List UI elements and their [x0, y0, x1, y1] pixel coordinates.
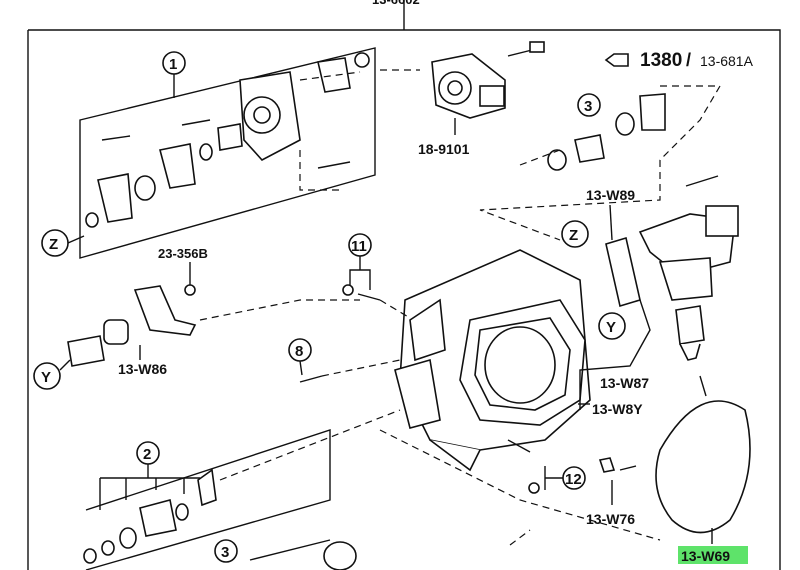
marker-y-right: [598, 312, 626, 340]
callout-8-label: 8: [295, 343, 303, 360]
callout-3: [214, 539, 238, 563]
bracket-plate: [605, 236, 641, 308]
part-23-356B: 23-356B: [158, 246, 208, 261]
part-13-W69: 13-W69: [681, 548, 730, 564]
callout-2-label: 2: [143, 446, 151, 463]
group-5: 3: [519, 93, 666, 171]
link-lever: [133, 285, 197, 336]
part-13-W87: 13-W87: [600, 375, 649, 391]
svg-text:/: /: [686, 50, 691, 70]
callout-3-label: 3: [221, 544, 229, 561]
top-part-label: 13-6602: [372, 0, 420, 7]
diagram-frame: [28, 29, 781, 570]
lever-arm: [159, 143, 196, 189]
spring-icon: [574, 134, 605, 163]
sensor-part: [431, 41, 545, 135]
callout-11-label: 11: [351, 238, 367, 255]
group-2-lever: [139, 499, 177, 537]
marker-y-right-label: Y: [606, 319, 616, 336]
callout-12-label: 12: [565, 471, 582, 488]
marker-y-left: [33, 362, 61, 390]
reference-sub: 13-681A: [700, 53, 754, 69]
callout-1-label: 1: [169, 56, 177, 73]
gasket-shape: [655, 400, 751, 534]
reference-marker: 1380 / 13-681A: [604, 50, 754, 71]
part-18-9101: 18-9101: [418, 141, 470, 157]
callout-5: [577, 93, 601, 117]
part-13-W89: 13-W89: [586, 187, 635, 203]
part-13-W76: 13-W76: [586, 511, 635, 527]
reference-arrow-icon: [604, 53, 629, 67]
group-1-panel: 1: [79, 47, 376, 259]
part-13-W8Y: 13-W8Y: [592, 401, 643, 417]
marker-z-middle-label: Z: [569, 227, 578, 244]
reference-main: 1380: [640, 50, 682, 71]
vacuum-sensor: [675, 305, 705, 345]
gasket-highlight: [678, 546, 748, 564]
callout-5-label: 3: [584, 98, 592, 115]
clip-icon: [598, 457, 616, 473]
part-13-W86: 13-W86: [118, 361, 167, 377]
throttle-body: [394, 249, 591, 472]
marker-y-left-label: Y: [41, 369, 51, 386]
marker-z-left-label: Z: [49, 236, 58, 253]
return-spring-icon: [67, 335, 105, 367]
marker-z-middle: [561, 220, 589, 248]
group-3-part: [323, 541, 357, 570]
